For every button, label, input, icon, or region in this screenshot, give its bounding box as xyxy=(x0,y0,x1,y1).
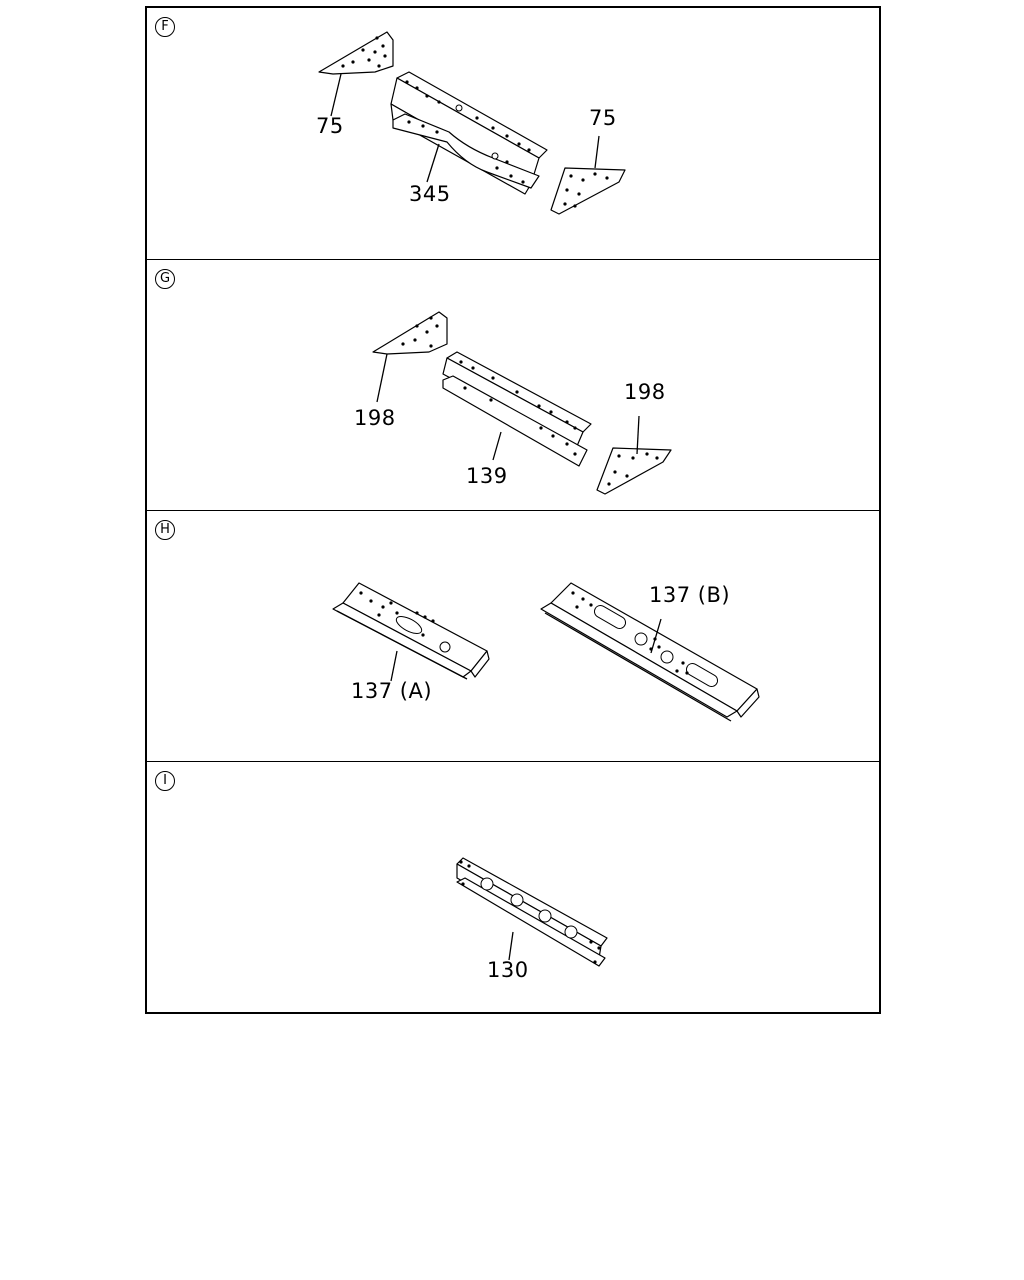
panel-f-drawing xyxy=(318,31,626,215)
panel-h: H xyxy=(147,510,879,762)
crossmember-345 xyxy=(390,71,548,195)
gusset-plate-right xyxy=(596,447,672,495)
diagram-frame: F xyxy=(145,6,881,1014)
callout-137b: 137 (B) xyxy=(649,583,731,607)
gusset-plate-left xyxy=(318,31,394,75)
gusset-plate-left xyxy=(372,311,448,355)
gusset-plate-right xyxy=(550,167,626,215)
panel-i-drawing xyxy=(456,857,608,967)
panel-g: G xyxy=(147,259,879,511)
callout-75-right: 75 xyxy=(589,106,617,130)
panel-label-h: H xyxy=(155,520,175,540)
callout-137a: 137 (A) xyxy=(351,679,433,703)
panel-g-drawing xyxy=(372,311,672,495)
panel-f: F xyxy=(147,8,879,259)
callout-75-left: 75 xyxy=(316,114,344,138)
callout-130: 130 xyxy=(487,958,529,982)
panel-label-g: G xyxy=(155,269,175,289)
crossmember-137a xyxy=(332,582,490,680)
callout-139: 139 xyxy=(466,464,508,488)
crossmember-137b xyxy=(540,582,760,722)
panel-label-i: I xyxy=(155,771,175,791)
panel-label-f: F xyxy=(155,17,175,37)
callout-198-left: 198 xyxy=(354,406,396,430)
panel-h-drawing xyxy=(332,582,760,722)
callout-345: 345 xyxy=(409,182,451,206)
callout-198-right: 198 xyxy=(624,380,666,404)
crossmember-139 xyxy=(442,351,592,467)
crossmember-130 xyxy=(456,857,608,967)
panel-i: I 130 xyxy=(147,761,879,1013)
